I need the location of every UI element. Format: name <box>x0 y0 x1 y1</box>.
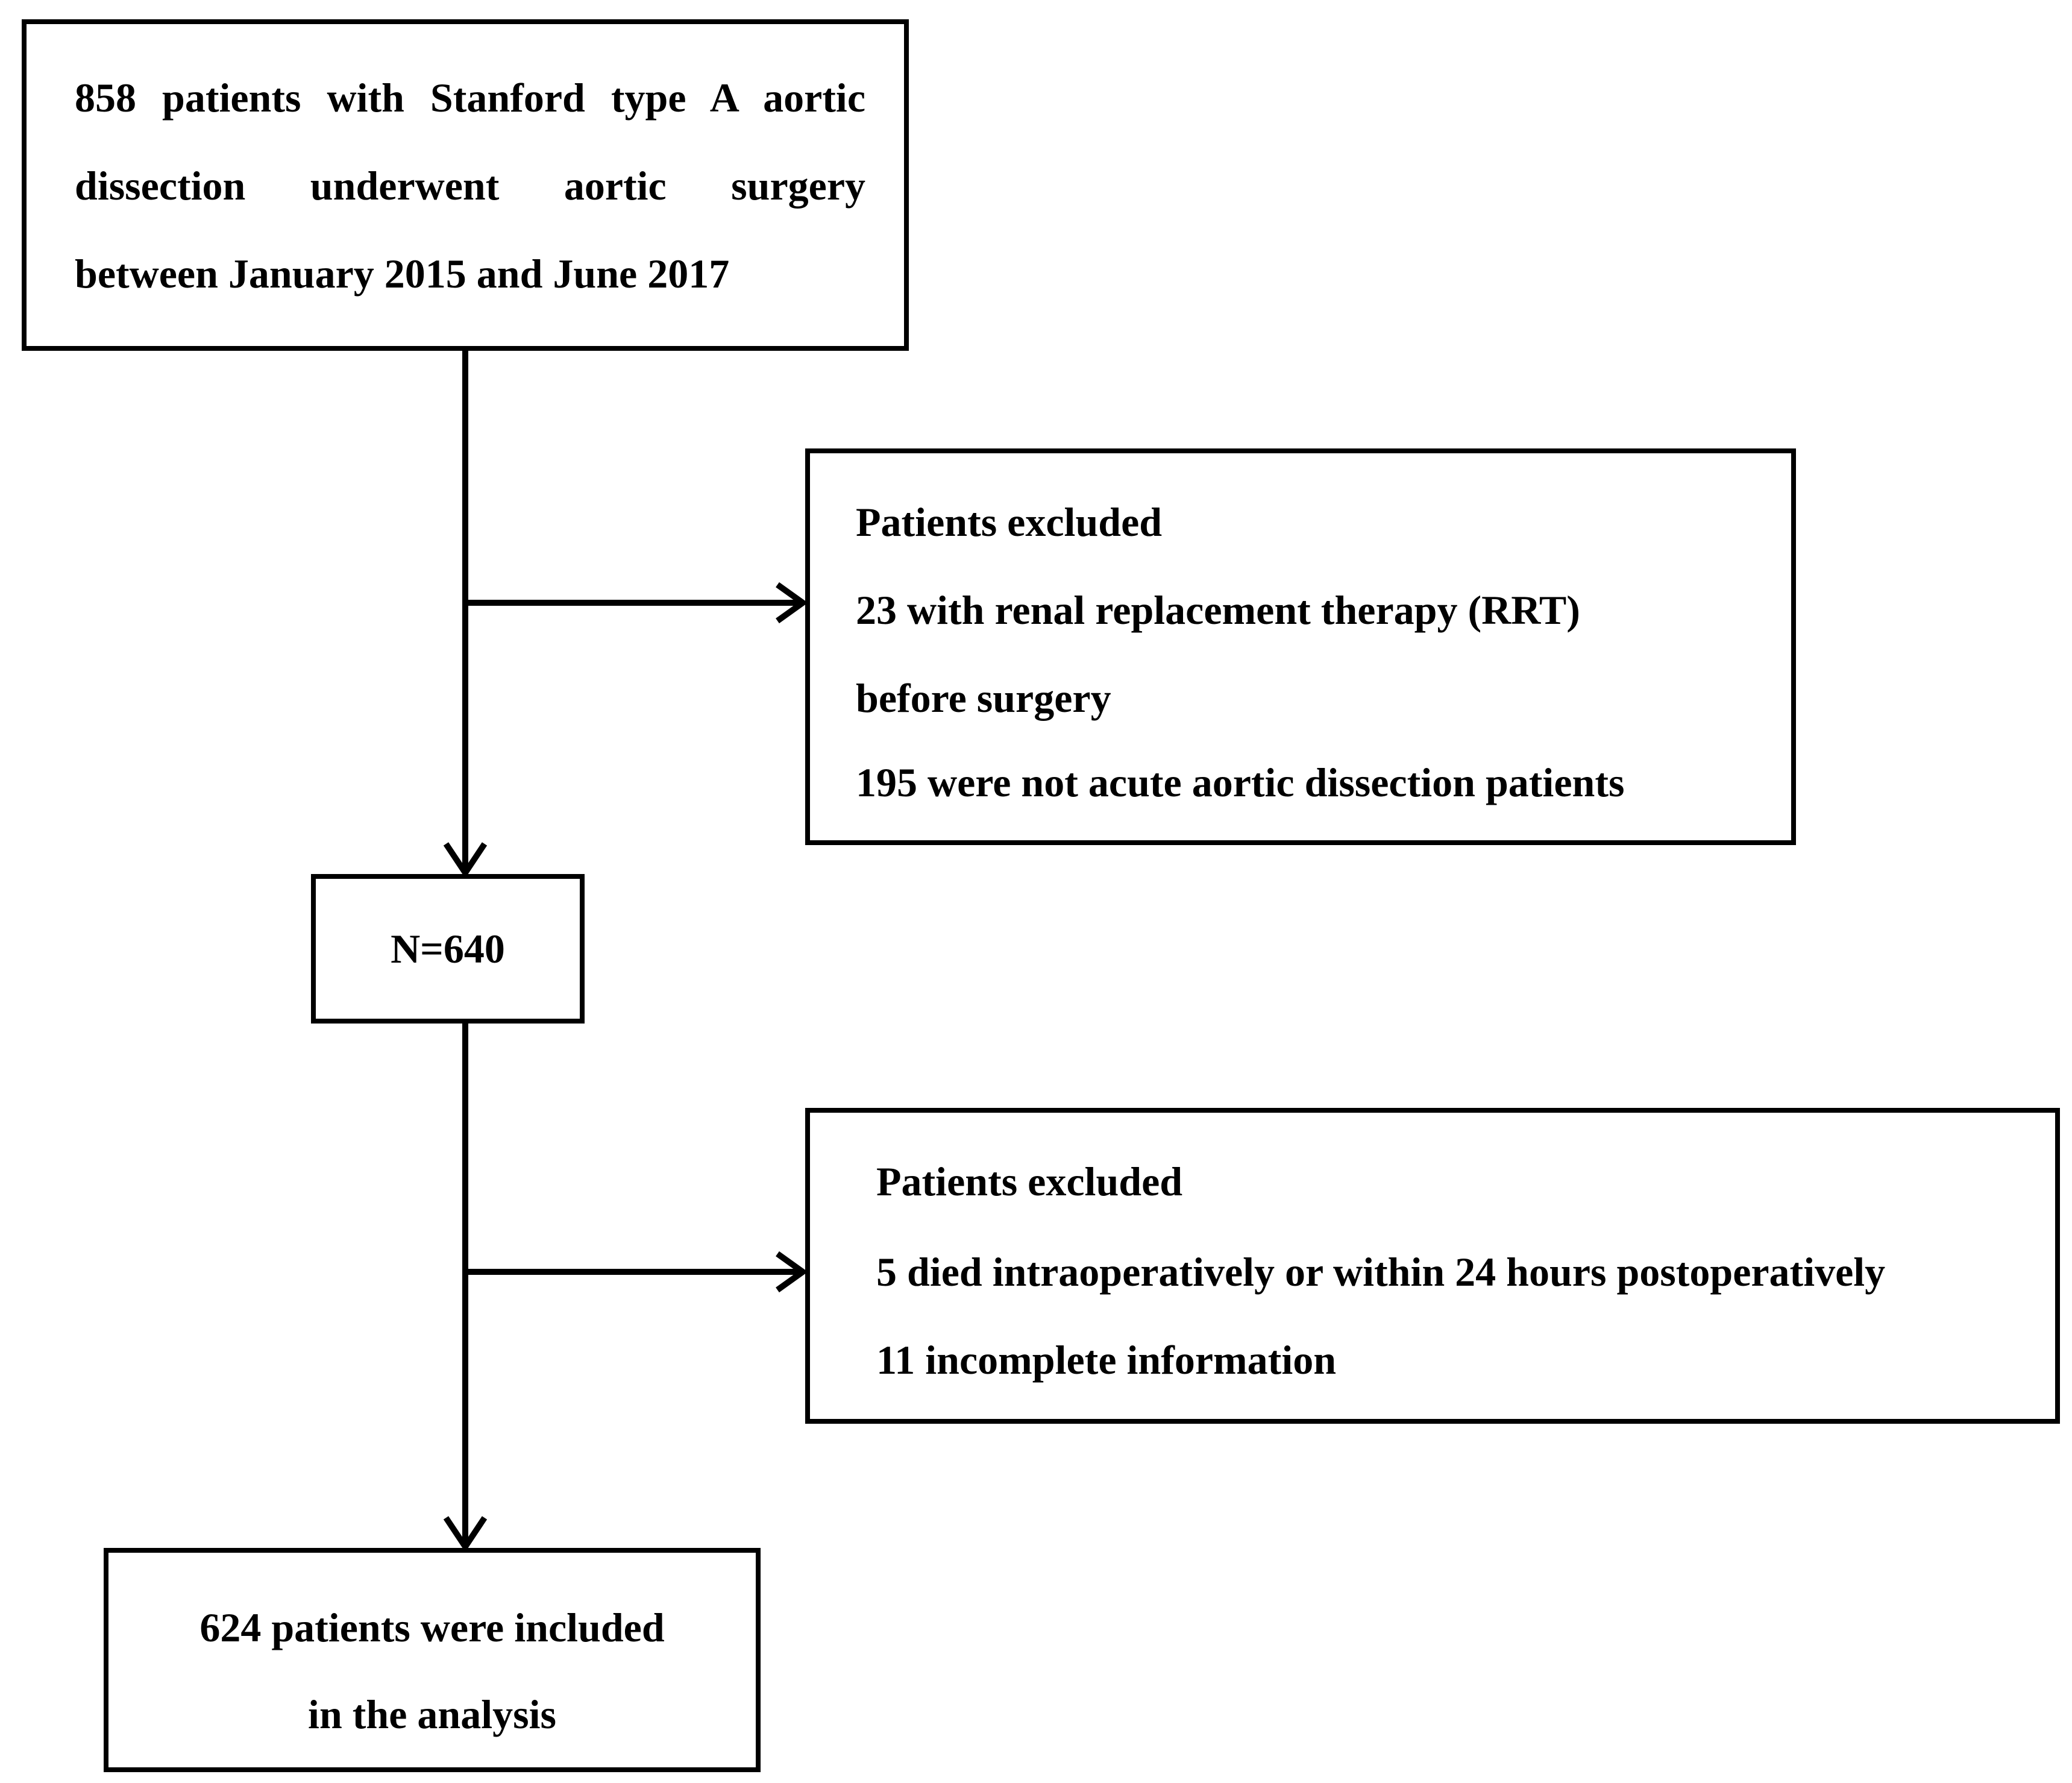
arrowhead-to-n-box <box>443 842 488 879</box>
initial-cohort-line-1: 858 patients with Stanford type A aortic <box>75 75 865 121</box>
exclusion-2-line-2: 11 incomplete information <box>876 1337 1337 1383</box>
included-count-label: N=640 <box>391 926 505 972</box>
initial-cohort-line-3: between January 2015 and June 2017 <box>75 251 730 297</box>
final-analysis-line-2: in the analysis <box>308 1691 556 1737</box>
final-analysis-line-1: 624 patients were included <box>199 1605 665 1650</box>
initial-cohort-box: 858 patients with Stanford type A aortic… <box>22 19 909 351</box>
arrowhead-to-exclusion-1 <box>776 582 808 624</box>
exclusion-box-1: Patients excluded 23 with renal replacem… <box>805 448 1796 845</box>
arrowhead-to-exclusion-2 <box>776 1251 808 1293</box>
exclusion-1-heading: Patients excluded <box>856 499 1163 545</box>
exclusion-2-line-1: 5 died intraoperatively or within 24 hou… <box>876 1249 1886 1295</box>
exclusion-2-heading: Patients excluded <box>876 1159 1183 1204</box>
final-analysis-box: 624 patients were included in the analys… <box>104 1548 761 1772</box>
initial-cohort-line-2: dissection underwent aortic surgery <box>75 163 865 209</box>
exclusion-1-line-3: 195 were not acute aortic dissection pat… <box>856 759 1625 805</box>
exclusion-1-line-1: 23 with renal replacement therapy (RRT) <box>856 587 1580 633</box>
arrowhead-to-final-box <box>443 1516 488 1553</box>
included-count-box: N=640 <box>311 874 585 1024</box>
exclusion-1-line-2: before surgery <box>856 675 1111 721</box>
exclusion-box-2: Patients excluded 5 died intraoperativel… <box>805 1108 2060 1424</box>
